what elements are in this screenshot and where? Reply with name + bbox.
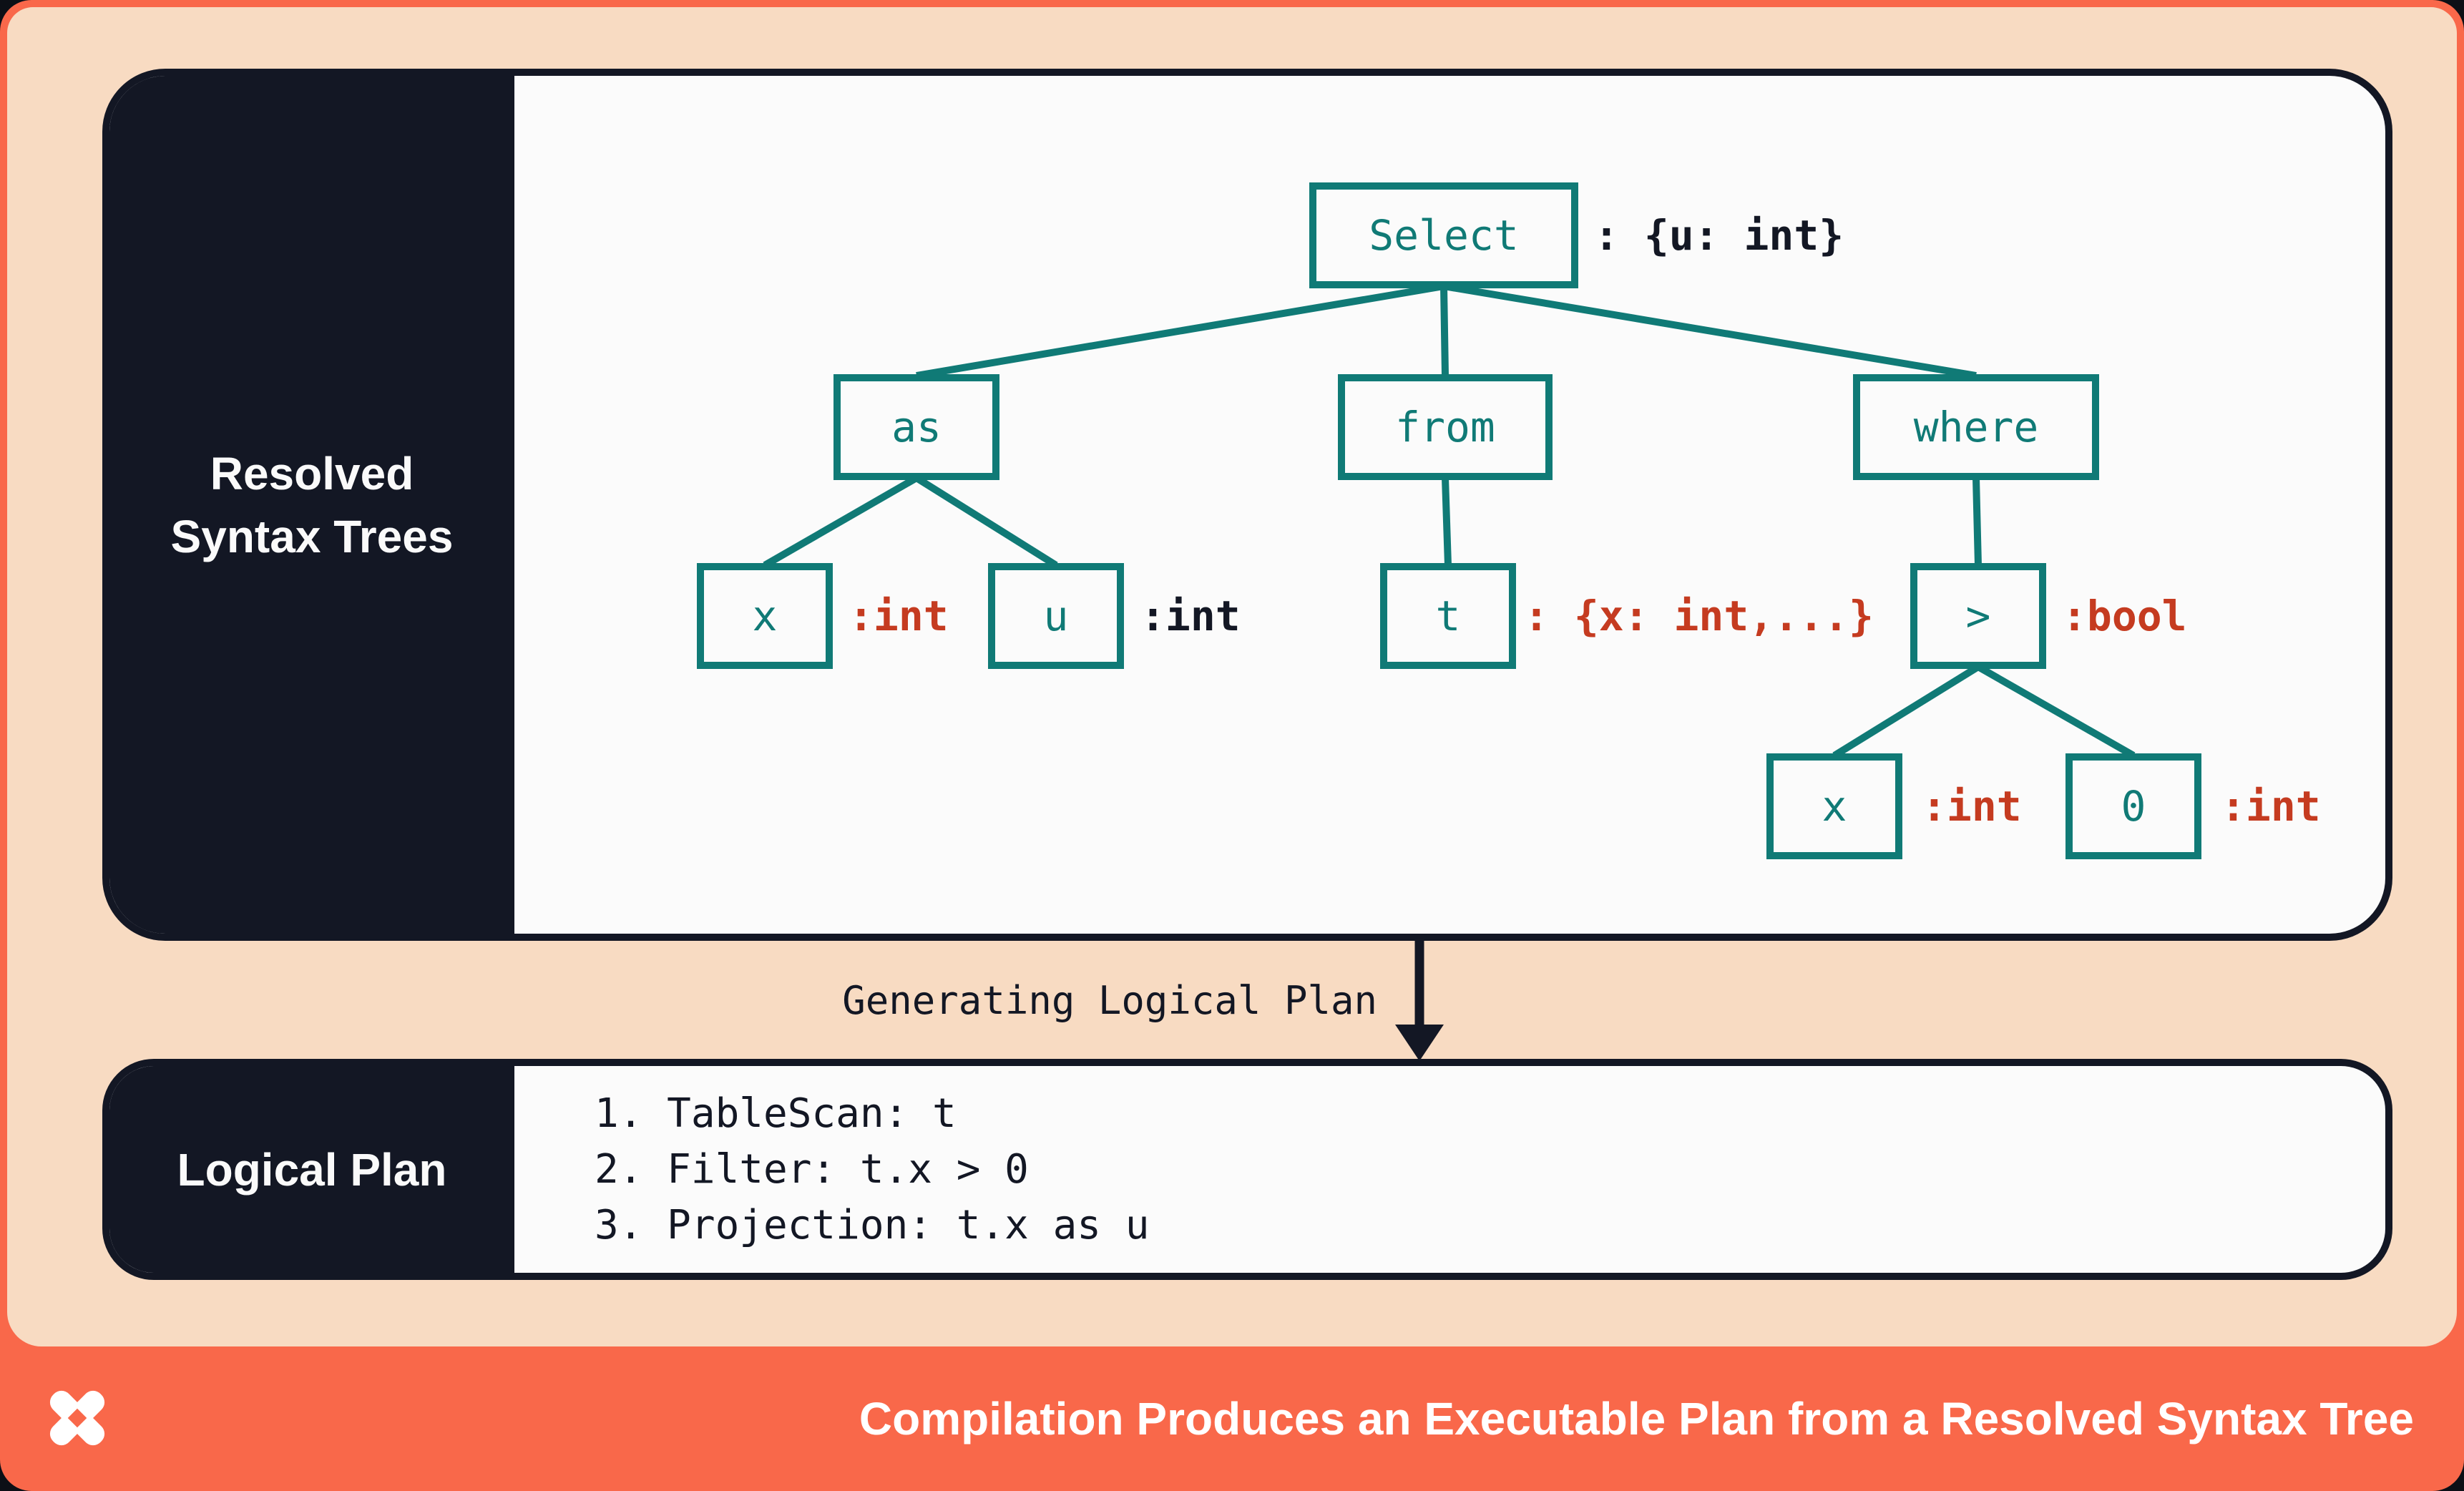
type-annotation-u-alias: :int	[1140, 592, 1241, 640]
node-label-zero-operand: 0	[2121, 782, 2146, 831]
logical-plan-label: Logical Plan	[109, 1066, 514, 1273]
node-label-select: Select	[1369, 211, 1519, 260]
pinwheel-x-logo-icon	[49, 1390, 105, 1446]
plan-step-2: 2. Filter: t.x > 0	[595, 1146, 1029, 1193]
tree-node-select: Select	[1309, 182, 1578, 288]
node-label-as: as	[891, 403, 942, 451]
tree-node-x-operand: x	[1766, 753, 1902, 859]
footer-title: Compilation Produces an Executable Plan …	[859, 1393, 2414, 1444]
node-label-gt-operator: >	[1965, 592, 1991, 640]
node-label-where: where	[1913, 403, 2039, 451]
tree-node-gt-operator: >	[1910, 563, 2046, 669]
node-label-u-alias: u	[1043, 592, 1069, 640]
type-annotation-zero-operand: :int	[2221, 782, 2321, 831]
tree-node-as: as	[833, 374, 999, 480]
type-annotation-x-operand: :int	[1922, 782, 2022, 831]
resolved-label-line2: Syntax Trees	[170, 510, 454, 562]
tree-node-t-table: t	[1380, 563, 1516, 669]
type-annotation-gt-operator: :bool	[2062, 592, 2187, 640]
tree-node-where: where	[1853, 374, 2099, 480]
type-annotation-t-table: : {x: int,...}	[1524, 592, 1874, 640]
node-label-x-operand: x	[1822, 782, 1847, 831]
node-label-from: from	[1395, 403, 1495, 451]
tree-node-x-alias: x	[697, 563, 833, 669]
plan-step-3: 3. Projection: t.x as u	[595, 1202, 1150, 1248]
node-label-t-table: t	[1435, 592, 1461, 640]
tree-node-u-alias: u	[988, 563, 1124, 669]
logical-plan-label-text: Logical Plan	[177, 1143, 447, 1196]
footer-bar: Compilation Produces an Executable Plan …	[0, 1346, 2464, 1491]
tree-node-zero-operand: 0	[2065, 753, 2201, 859]
node-label-x-alias: x	[752, 592, 778, 640]
logical-plan-panel: Logical Plan 1. TableScan: t 2. Filter: …	[102, 1059, 2392, 1280]
logical-plan-steps: 1. TableScan: t 2. Filter: t.x > 0 3. Pr…	[514, 1066, 2385, 1273]
resolved-label-line1: Resolved	[210, 447, 414, 499]
type-annotation-x-alias: :int	[849, 592, 949, 640]
tree-node-from: from	[1338, 374, 1553, 480]
generating-logical-plan-label: Generating Logical Plan	[842, 977, 1377, 1023]
resolved-syntax-trees-panel: Resolved Syntax Trees	[102, 69, 2392, 941]
plan-step-1: 1. TableScan: t	[595, 1090, 957, 1137]
resolved-syntax-trees-label: Resolved Syntax Trees	[109, 76, 514, 934]
type-annotation-select: : {u: int}	[1594, 211, 1844, 260]
